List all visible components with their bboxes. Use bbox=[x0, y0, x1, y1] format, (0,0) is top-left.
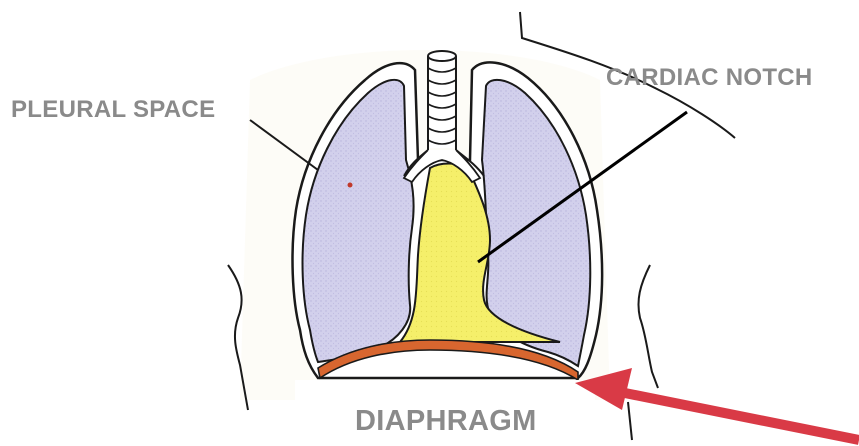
diaphragm-red-arrow bbox=[575, 368, 859, 440]
chest-wall-right-lower bbox=[628, 402, 632, 440]
lung-mark bbox=[348, 183, 353, 188]
pleural-space-label: PLEURAL SPACE bbox=[11, 96, 215, 124]
chest-wall-right bbox=[638, 265, 658, 388]
cardiac-notch-label: CARDIAC NOTCH bbox=[606, 64, 813, 92]
diaphragm-label: DIAPHRAGM bbox=[355, 405, 537, 438]
